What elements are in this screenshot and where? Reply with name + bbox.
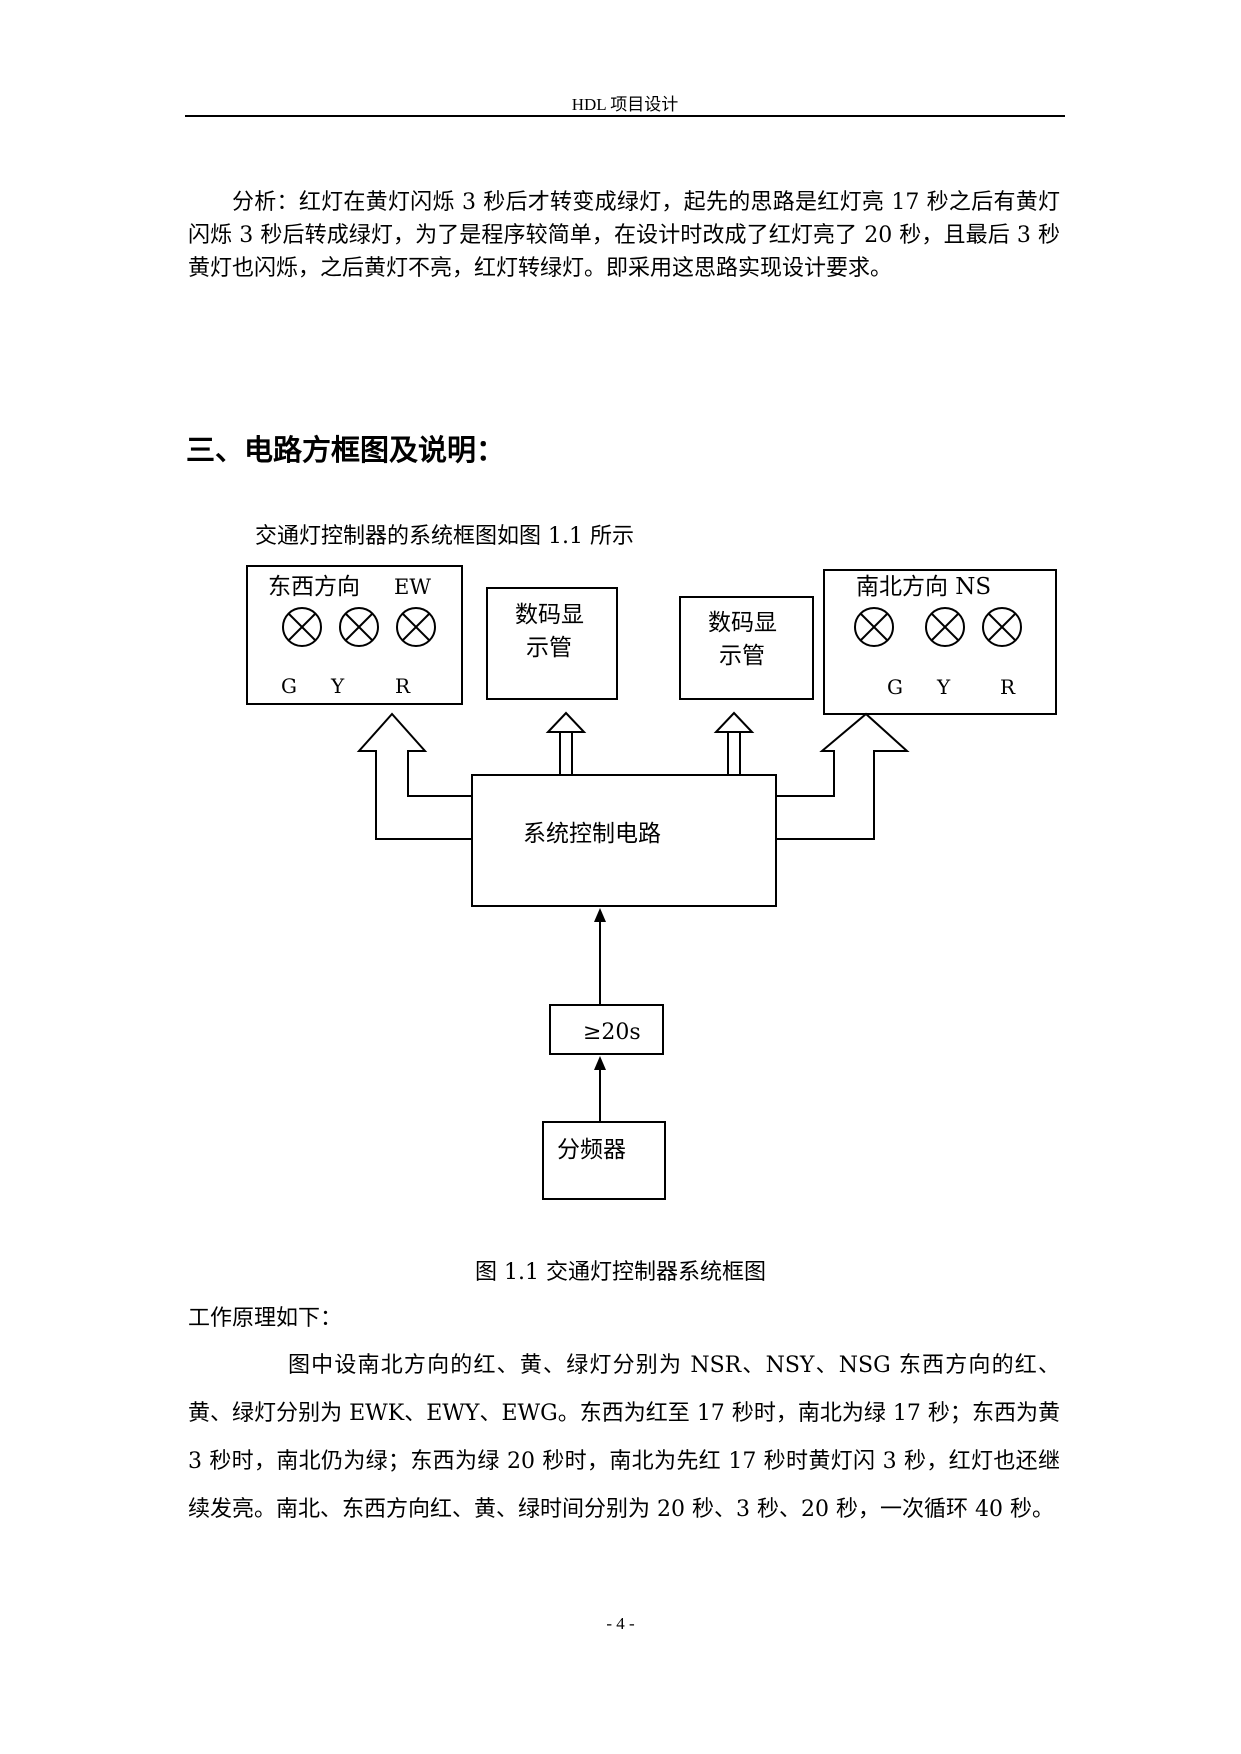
ew-lamp-g-icon [282,607,322,647]
timer-box [549,1004,664,1055]
analysis-paragraph: 分析：红灯在黄灯闪烁 3 秒后才转变成绿灯，起先的思路是红灯亮 17 秒之后有黄… [188,190,1060,281]
arrowhead-control [594,908,606,922]
figure-caption: 图 1.1 交通灯控制器系统框图 [475,1260,766,1285]
divider-box [542,1121,666,1200]
arrowhead-timer [594,1056,606,1070]
ns-box [823,569,1057,715]
ew-lamp-y-icon [339,607,379,647]
display-left-line1: 数码显 [515,602,584,628]
ew-y-label: Y [330,674,345,698]
display-left-line2: 示管 [526,635,572,661]
ew-abbr: EW [394,575,431,599]
page-number: - 4 - [606,1614,635,1633]
timer-label: ≥20s [583,1020,641,1045]
display-right-line2: 示管 [719,643,765,669]
ew-lamp-r-icon [396,607,436,647]
ew-box [246,565,463,705]
ns-label: 南北方向 NS [856,574,991,600]
work-principle-title: 工作原理如下： [188,1306,343,1331]
ns-lamp-g-icon [854,607,894,647]
arrow-to-ns [776,712,910,840]
work-principle-paragraph: 图中设南北方向的红、黄、绿灯分别为 NSR、NSY、NSG 东西方向的红、黄、绿… [188,1353,1060,1522]
ns-lamp-y-icon [925,607,965,647]
display-box-left [486,587,618,700]
ns-g-label: G [887,675,903,699]
header-rule [185,115,1065,117]
ew-g-label: G [281,674,297,698]
block-diagram: 东西方向 EW G Y R 数码显 示管 数码显 示管 南北方向 NS G Y … [246,565,1057,1200]
display-box-right [679,596,814,700]
arrow-to-display-right [713,711,755,775]
ns-r-label: R [1000,675,1016,699]
control-box [471,774,777,907]
section-heading: 三、电路方框图及说明： [186,433,506,467]
ns-y-label: Y [936,675,951,699]
ew-r-label: R [395,674,411,698]
control-label: 系统控制电路 [523,821,661,847]
diagram-intro: 交通灯控制器的系统框图如图 1.1 所示 [255,524,634,549]
divider-label: 分频器 [557,1137,626,1163]
page-header: HDL 项目设计 [571,95,679,114]
arrow-to-display-left [545,711,587,775]
display-right-line1: 数码显 [708,610,777,636]
ns-lamp-r-icon [982,607,1022,647]
arrow-to-ew [356,712,472,840]
ew-label: 东西方向 [268,574,360,600]
